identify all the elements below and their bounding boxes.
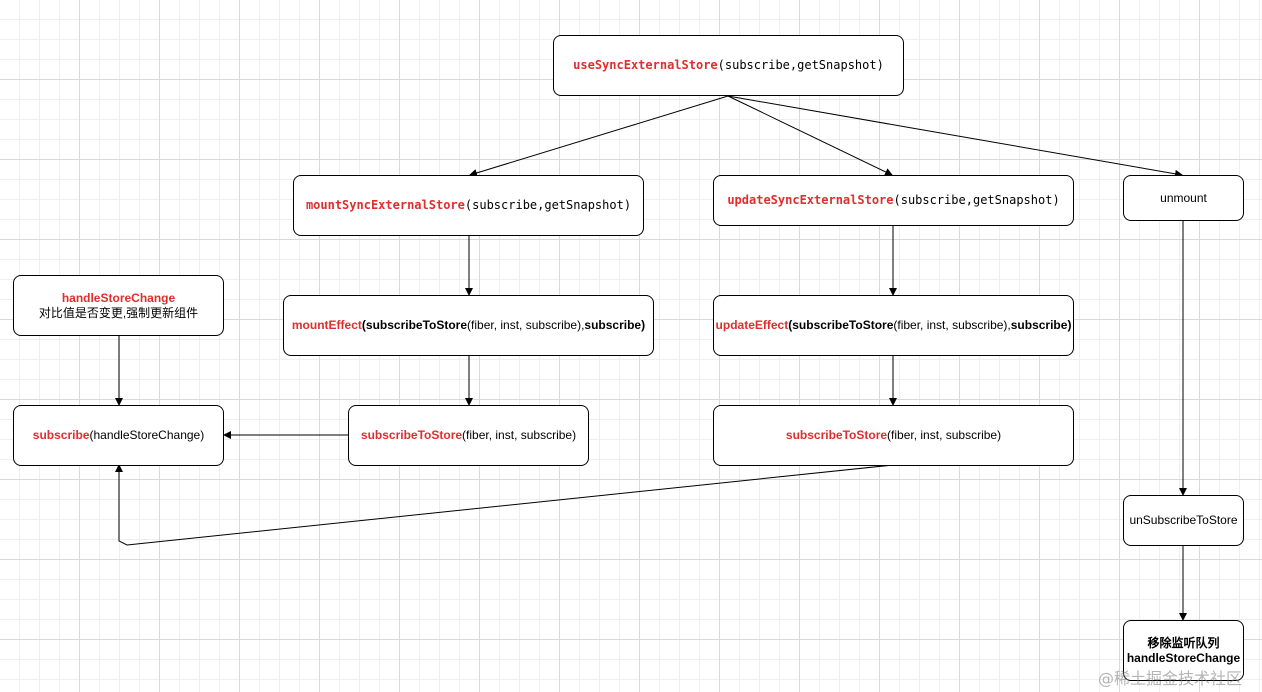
dependency: subscribe: [1010, 318, 1068, 332]
function-args: (subscribe,getSnapshot): [717, 58, 884, 72]
node-label: unSubscribeToStore: [1129, 513, 1238, 527]
node-title: 移除监听队列: [1147, 635, 1220, 650]
watermark: @稀土掘金技术社区: [1098, 669, 1243, 688]
node-mount-sync-external-store[interactable]: mountSyncExternalStore(subscribe,getSnap…: [293, 175, 644, 236]
function-args: (subscribe,getSnapshot): [464, 198, 632, 212]
node-subtitle: handleStoreChange: [1126, 650, 1241, 665]
close-paren: ): [641, 318, 646, 332]
edge-use-to-unmount: [727, 95, 1183, 178]
node-title: handleStoreChange: [61, 290, 176, 305]
function-name: mountSyncExternalStore: [305, 198, 465, 212]
function-name: useSyncExternalStore: [573, 58, 718, 72]
edge-use-to-mount: [469, 95, 729, 177]
open-paren: (: [361, 318, 366, 332]
function-name: subscribeToStore: [785, 428, 888, 442]
node-update-subscribe-to-store[interactable]: subscribeToStore(fiber, inst, subscribe): [713, 405, 1074, 466]
callback-args: (fiber, inst, subscribe),: [893, 318, 1011, 332]
open-paren: (: [788, 318, 793, 332]
edge-use-to-update: [727, 95, 893, 176]
node-mount-effect[interactable]: mountEffect(subscribeToStore(fiber, inst…: [283, 295, 654, 356]
node-subscribe[interactable]: subscribe(handleStoreChange): [13, 405, 224, 466]
node-description: 对比值是否变更,强制更新组件: [38, 305, 199, 320]
callback-name: subscribeToStore: [792, 318, 894, 332]
function-args: (handleStoreChange): [89, 428, 205, 442]
node-mount-subscribe-to-store[interactable]: subscribeToStore(fiber, inst, subscribe): [348, 405, 589, 466]
edge-update-store-to-subscribe: [115, 464, 894, 546]
dependency: subscribe: [584, 318, 642, 332]
function-name: updateSyncExternalStore: [727, 193, 894, 207]
node-unsubscribe-to-store[interactable]: unSubscribeToStore: [1123, 495, 1244, 546]
function-name: mountEffect: [291, 318, 362, 332]
function-args: (fiber, inst, subscribe): [462, 428, 577, 442]
callback-name: subscribeToStore: [365, 318, 468, 332]
function-name: subscribeToStore: [360, 428, 463, 442]
function-args: (fiber, inst, subscribe): [887, 428, 1002, 442]
node-remove-listener-queue[interactable]: 移除监听队列 handleStoreChange: [1123, 620, 1244, 681]
callback-args: (fiber, inst, subscribe),: [467, 318, 585, 332]
node-label: unmount: [1160, 190, 1207, 205]
node-unmount[interactable]: unmount: [1123, 175, 1244, 221]
close-paren: ): [1067, 318, 1072, 332]
node-handle-store-change[interactable]: handleStoreChange 对比值是否变更,强制更新组件: [13, 275, 224, 336]
function-name: updateEffect: [715, 318, 789, 332]
function-name: subscribe: [32, 428, 90, 442]
function-args: (subscribe,getSnapshot): [893, 193, 1060, 207]
node-use-sync-external-store[interactable]: useSyncExternalStore(subscribe,getSnapsh…: [553, 35, 904, 96]
node-update-sync-external-store[interactable]: updateSyncExternalStore(subscribe,getSna…: [713, 175, 1074, 226]
node-update-effect[interactable]: updateEffect(subscribeToStore(fiber, ins…: [713, 295, 1074, 356]
